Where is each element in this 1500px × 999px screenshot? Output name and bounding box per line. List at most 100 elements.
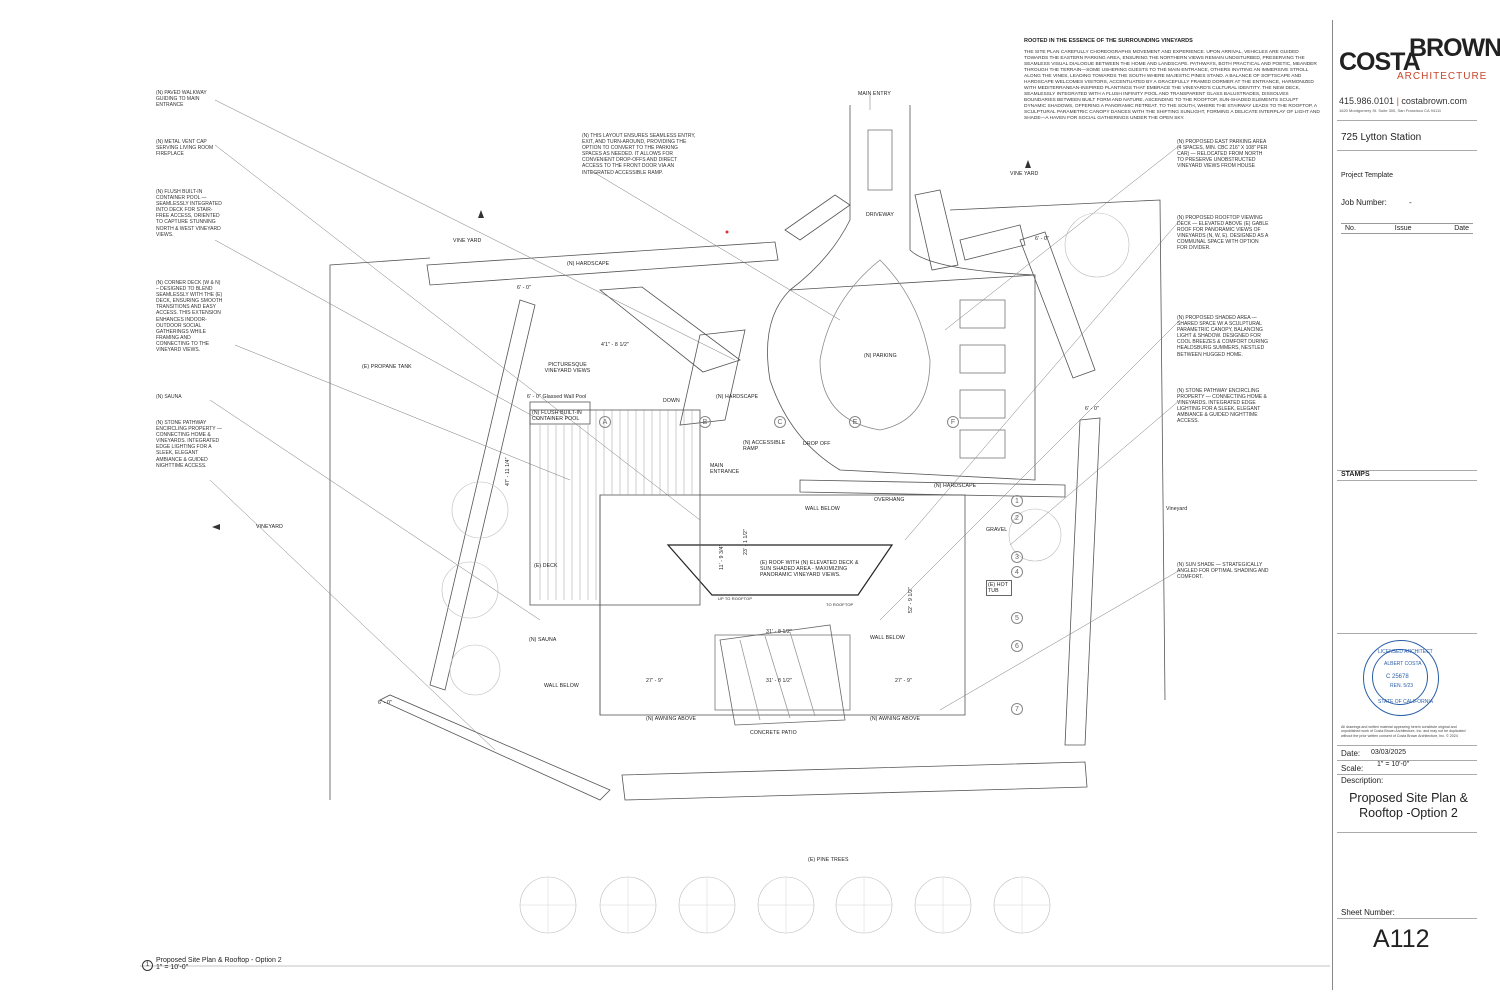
note-sauna: (N) SAUNA	[156, 394, 182, 400]
to-rooftop-label: TO ROOFTOP	[826, 602, 854, 607]
address: 1620 Montgomery St. Suite 300, San Franc…	[1339, 108, 1442, 113]
sauna-label: (N) SAUNA	[529, 637, 557, 643]
dim-31ft-b: 31' - 8 1/2"	[766, 678, 792, 684]
description-value: Proposed Site Plan & Rooftop -Option 2	[1349, 791, 1468, 820]
dim-6ft-b: 6' - 0"	[1035, 236, 1049, 242]
vine-yard-right-label: VINE YARD	[1010, 171, 1039, 177]
dim-11ft: 11' - 9 3/4"	[719, 544, 725, 570]
narrative-heading: ROOTED IN THE ESSENCE OF THE SURROUNDING…	[1024, 38, 1193, 44]
view-number: 1	[142, 960, 153, 971]
up-to-rooftop-label: UP TO ROOFTOP	[718, 596, 753, 601]
awning-left-label: (N) AWNING ABOVE	[646, 716, 697, 722]
website: costabrown.com	[1401, 96, 1467, 106]
view-name: Proposed Site Plan & Rooftop - Option 2	[156, 957, 282, 964]
phone: 415.986.0101	[1339, 96, 1395, 106]
grid-marker-7: 7	[1011, 703, 1023, 715]
wall-below-left-label: WALL BELOW	[544, 683, 579, 689]
grid-marker-f: F	[947, 416, 959, 428]
hardscape-top-label: (N) HARDSCAPE	[567, 261, 610, 267]
view-scale: 1" = 10'-0"	[156, 964, 189, 971]
grid-marker-c: C	[774, 416, 786, 428]
seal-state: STATE OF CALIFORNIA	[1378, 699, 1434, 705]
grid-marker-e: E	[849, 416, 861, 428]
site-plan: MAIN ENTRY DRIVEWAY VINE YARD VINE YARD …	[140, 38, 1330, 971]
hardscape-right-label: (N) HARDSCAPE	[934, 483, 977, 489]
contact-info: 415.986.0101 | costabrown.com	[1339, 96, 1467, 106]
logo-brown: BROWN	[1409, 34, 1500, 62]
note-stone-pathway-right: (N) STONE PATHWAY ENCIRCLING PROPERTY — …	[1177, 388, 1267, 425]
site-plan-linework	[140, 95, 1330, 967]
flush-pool-label: (N) FLUSH BUILT-IN CONTAINER POOL	[532, 410, 582, 423]
logo-costa: COSTA	[1339, 48, 1421, 76]
down-label: DOWN	[663, 398, 680, 404]
picturesque-label: PICTURESQUE VINEYARD VIEWS	[544, 362, 591, 375]
drop-off-label: DROP OFF	[803, 441, 831, 447]
seal-top-text: LICENSED ARCHITECT	[1378, 649, 1433, 655]
note-layout: (N) THIS LAYOUT ENSURES SEAMLESS ENTRY, …	[582, 133, 696, 176]
grid-marker-3: 3	[1011, 551, 1023, 563]
dim-27ft-a: 27' - 9"	[646, 678, 663, 684]
logo-architecture: ARCHITECTURE	[1397, 71, 1488, 82]
note-rooftop-deck: (N) PROPOSED ROOFTOP VIEWING DECK — ELEV…	[1177, 215, 1269, 252]
grid-marker-6: 6	[1011, 640, 1023, 652]
wall-below-right-label: WALL BELOW	[870, 635, 905, 641]
dim-4ft-label: 4'1" - 8 1/2"	[601, 342, 629, 348]
awning-right-label: (N) AWNING ABOVE	[870, 716, 921, 722]
concrete-patio-label: CONCRETE PATIO	[750, 730, 797, 736]
vine-yard-left-label: VINE YARD	[453, 238, 482, 244]
col-date: Date	[1427, 223, 1473, 234]
note-stone-pathway-left: (N) STONE PATHWAY ENCIRCLING PROPERTY — …	[156, 420, 222, 469]
note-container-pool: (N) FLUSH BUILT-IN CONTAINER POOL — SEAM…	[156, 189, 222, 238]
pine-trees-label: (E) PINE TREES	[808, 857, 849, 863]
seal-name: ALBERT COSTA	[1384, 661, 1422, 667]
dim-6ft-c: 6' - 0"	[1085, 406, 1099, 412]
main-entrance-label: MAIN ENTRANCE	[710, 463, 740, 476]
sheet-number-label: Sheet Number:	[1341, 908, 1395, 917]
roof-note-label: (E) ROOF WITH (N) ELEVATED DECK & SUN SH…	[760, 560, 859, 579]
project-template: Project Template	[1341, 172, 1394, 179]
dim-6ft-a: 6' - 0"	[517, 285, 531, 291]
date-value: 03/03/2025	[1371, 749, 1407, 756]
note-corner-deck: (N) CORNER DECK (W & N) – DESIGNED TO BL…	[156, 280, 223, 354]
seal-number: C 25678	[1386, 674, 1409, 680]
driveway-label: DRIVEWAY	[866, 212, 894, 218]
vineyard-right-label: Vineyard	[1166, 506, 1188, 512]
note-sun-shade: (N) SUN SHADE — STRATEGICALLY ANGLED FOR…	[1177, 562, 1269, 581]
note-shaded-area: (N) PROPOSED SHADED AREA — SHARED SPACE …	[1177, 315, 1269, 358]
dim-52ft: 52' - 9 1/2"	[908, 587, 914, 613]
date-label: Date:	[1341, 749, 1361, 758]
narrative-body: THE SITE PLAN CAREFULLY CHOREOGRAPHS MOV…	[1024, 50, 1320, 121]
grid-marker-1: 1	[1011, 495, 1023, 507]
col-issue: Issue	[1378, 223, 1428, 234]
accessible-ramp-label: (N) ACCESSIBLE RAMP	[743, 440, 786, 453]
vineyard-left-label: VINEYARD	[256, 524, 283, 530]
description-label: Description:	[1341, 776, 1384, 785]
dim-23ft: 23' - 1 1/2"	[743, 529, 749, 555]
sheet-number: A112	[1373, 925, 1430, 953]
overhang-label: OVERHANG	[874, 497, 905, 503]
grid-marker-b: B	[699, 416, 711, 428]
main-entry-label: MAIN ENTRY	[858, 91, 891, 97]
scale-label: Scale:	[1341, 764, 1364, 773]
architect-seal: LICENSED ARCHITECT ALBERT COSTA C 25678 …	[1363, 640, 1439, 716]
stamps-label: STAMPS	[1341, 471, 1370, 478]
design-narrative: ROOTED IN THE ESSENCE OF THE SURROUNDING…	[1024, 38, 1320, 122]
job-number-label: Job Number:	[1341, 198, 1387, 207]
dim-27ft-b: 27' - 9"	[895, 678, 912, 684]
dim-47ft: 47' - 11 1/4"	[505, 457, 511, 486]
grid-marker-a: A	[599, 416, 611, 428]
project-name: 725 Lytton Station	[1341, 132, 1422, 143]
hardscape-mid-label: (N) HARDSCAPE	[716, 394, 759, 400]
copyright-note: All drawings and written material appear…	[1341, 725, 1466, 738]
col-no: No.	[1341, 223, 1379, 234]
hot-tub-label: (E) HOT TUB	[986, 580, 1012, 597]
note-paved-walkway: (N) PAVED WALKWAY GUIDING TO MAIN ENTRAN…	[156, 90, 207, 109]
grid-marker-4: 4	[1011, 566, 1023, 578]
view-title: 1 Proposed Site Plan & Rooftop - Option …	[142, 957, 282, 971]
job-number-value: -	[1409, 198, 1412, 207]
propane-tank-label: (E) PROPANE TANK	[362, 364, 412, 370]
dim-6ft-d: 6' - 0"	[378, 700, 392, 706]
wall-below-top-label: WALL BELOW	[805, 506, 840, 512]
